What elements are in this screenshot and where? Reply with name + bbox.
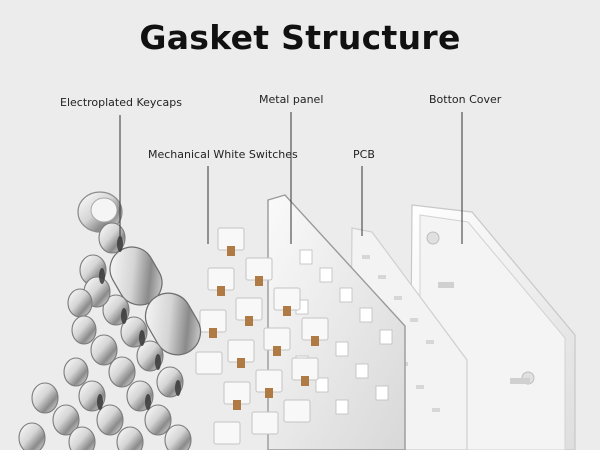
label-pcb: PCB (353, 148, 375, 161)
label-keycaps: Electroplated Keycaps (60, 96, 182, 109)
callout-lines (119, 112, 463, 244)
mechanical-switches (195, 227, 329, 445)
label-bottom-cover: Botton Cover (429, 93, 502, 106)
metal-panel (267, 194, 406, 450)
label-switches: Mechanical White Switches (148, 148, 298, 161)
page-title: Gasket Structure (139, 18, 461, 57)
electroplated-keycaps (18, 191, 202, 450)
label-metal-panel: Metal panel (259, 93, 324, 106)
